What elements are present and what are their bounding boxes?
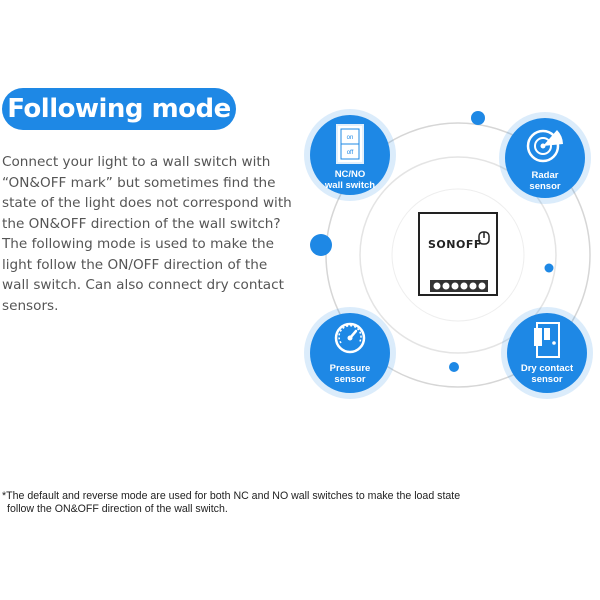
wall-switch-label-2: wall switch <box>324 180 376 191</box>
radar-label-2: sensor <box>529 181 561 192</box>
outer-orbit <box>325 122 591 388</box>
radar-icon <box>526 129 563 163</box>
door-sensor-icon <box>534 322 560 358</box>
radar-sensor-badge: Radar sensor <box>505 118 585 198</box>
device-brand: SONOFF <box>428 238 482 251</box>
wall-switch-icon: on off <box>336 124 364 164</box>
footnote-line-2: follow the ON&OFF direction of the wall … <box>7 502 228 515</box>
orbit-dot-bottom <box>449 362 459 372</box>
core-orbit <box>391 188 525 322</box>
switch-off-label: off <box>347 150 354 156</box>
orbit-dot-top <box>471 111 485 125</box>
gauge-icon <box>334 322 366 354</box>
sonoff-device: SONOFF <box>418 212 498 296</box>
footnote: *The default and reverse mode are used f… <box>2 490 562 515</box>
mode-description: Connect your light to a wall switch with… <box>2 154 292 314</box>
dry-contact-label-2: sensor <box>531 374 563 385</box>
footnote-line-1: *The default and reverse mode are used f… <box>2 490 461 502</box>
switch-on-label: on <box>347 135 354 141</box>
inner-orbit <box>359 156 557 354</box>
orbit-dot-left <box>310 234 332 256</box>
dry-contact-label-1: Dry contact <box>520 363 574 374</box>
pressure-label-2: sensor <box>334 374 366 385</box>
wall-switch-badge: on off NC/NO wall switch <box>310 115 390 195</box>
pressure-label-1: Pressure <box>329 363 371 374</box>
radar-label-1: Radar <box>531 170 559 181</box>
terminal-block <box>430 280 488 292</box>
dry-contact-sensor-badge: Dry contact sensor <box>507 313 587 393</box>
page-title: Following mode <box>2 88 236 130</box>
button-icon <box>478 231 490 245</box>
orbit-diagram <box>310 111 591 388</box>
pressure-sensor-badge: Pressure sensor <box>310 313 390 393</box>
wall-switch-label-1: NC/NO <box>334 169 366 180</box>
orbit-dot-right <box>544 263 554 273</box>
